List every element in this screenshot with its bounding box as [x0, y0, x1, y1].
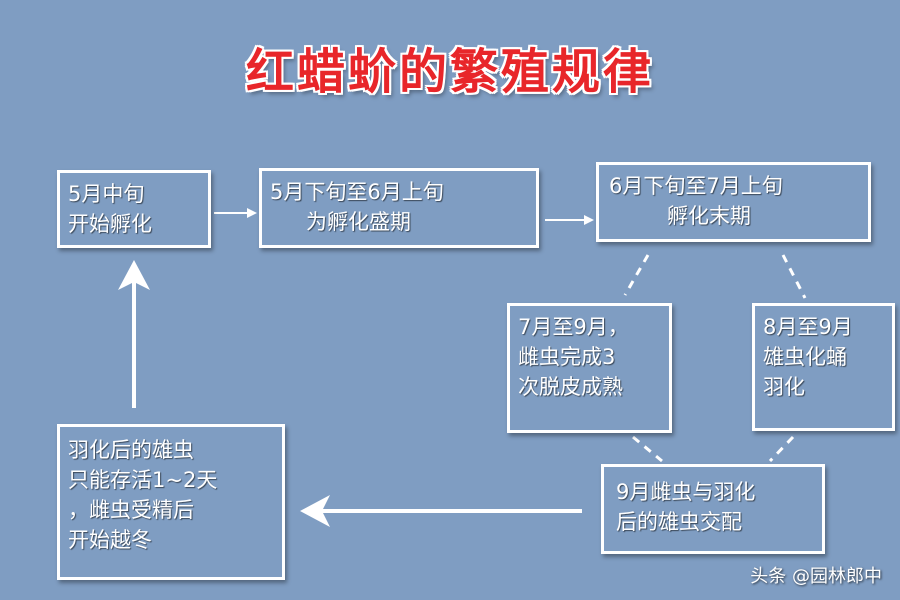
node-line: 5月下旬至6月上旬	[270, 180, 444, 204]
watermark: 头条 @园林郎中	[750, 566, 882, 587]
node-line: 开始越冬	[68, 528, 152, 552]
node-mid-may: 5月中旬 开始孵化	[57, 170, 211, 248]
node-line: 5月中旬	[68, 182, 145, 206]
node-line: 8月至9月	[763, 315, 853, 339]
node-aug-sept-male: 8月至9月 雄虫化蛹 羽化	[752, 303, 895, 431]
node-line: 为孵化盛期	[306, 210, 411, 234]
node-line: 羽化后的雄虫	[68, 438, 194, 462]
node-sept-mating: 9月雌虫与羽化 后的雄虫交配	[601, 464, 825, 554]
node-line: 7月至9月，	[518, 315, 629, 339]
node-line: 9月雌虫与羽化	[616, 480, 756, 504]
node-line: 后的雄虫交配	[616, 510, 742, 534]
dash-end-to-male	[781, 254, 807, 299]
node-male-lifespan: 羽化后的雄虫 只能存活1~2天 ，雌虫受精后 开始越冬	[57, 424, 285, 580]
node-line: 雌虫完成3	[518, 345, 616, 369]
node-july-sept-female: 7月至9月， 雌虫完成3 次脱皮成熟	[507, 303, 672, 433]
dash-female-to-mating	[632, 435, 663, 463]
node-late-may-early-june: 5月下旬至6月上旬 为孵化盛期	[259, 168, 539, 248]
dash-male-to-mating	[768, 435, 795, 463]
dash-end-to-female	[623, 254, 650, 296]
diagram-title: 红蜡蚧的繁殖规律	[245, 44, 654, 100]
node-line: 开始孵化	[68, 212, 152, 236]
node-line: 雄虫化蛹	[763, 345, 847, 369]
node-line: 羽化	[763, 375, 805, 399]
node-line: 孵化末期	[667, 204, 751, 228]
node-late-june-early-july: 6月下旬至7月上旬 孵化末期	[596, 162, 871, 242]
node-line: 只能存活1~2天	[68, 468, 218, 492]
node-line: 次脱皮成熟	[518, 375, 623, 399]
node-line: ，雌虫受精后	[68, 498, 194, 522]
node-line: 6月下旬至7月上旬	[609, 174, 783, 198]
